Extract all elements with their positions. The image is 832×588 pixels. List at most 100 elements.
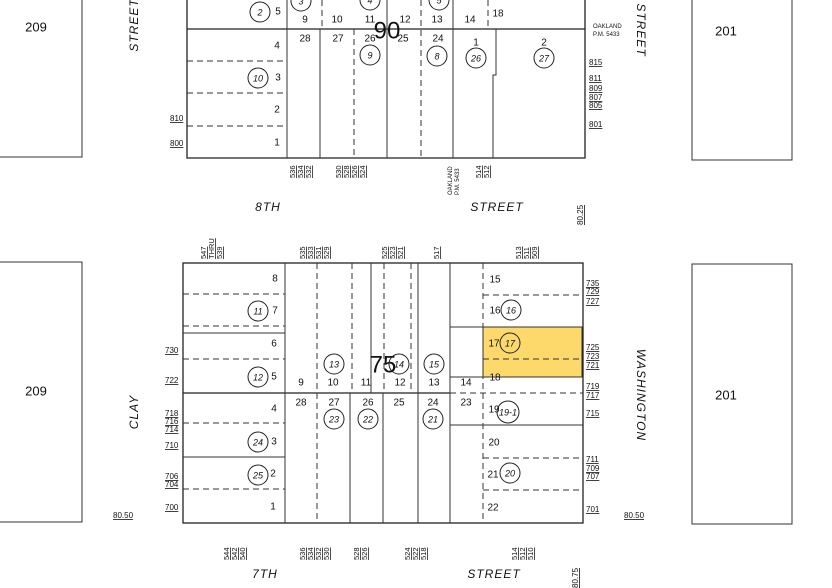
oakland-pm-label: P.M. 5433 <box>593 32 620 38</box>
parcel-number[interactable]: 20 <box>504 468 515 478</box>
street-address: 536 <box>288 165 297 178</box>
lot-number: 8 <box>272 274 278 285</box>
street-address: 514 <box>474 165 483 178</box>
street-address: 711 <box>586 455 599 464</box>
street-address: 730 <box>165 346 179 355</box>
parcel-circle[interactable] <box>499 462 521 484</box>
lot-number: 4 <box>274 41 280 52</box>
lot-number: 11 <box>365 15 376 26</box>
parcel-circle[interactable] <box>465 47 487 69</box>
lot-number: 18 <box>492 9 504 20</box>
parcel-number[interactable]: 25 <box>252 470 264 480</box>
street-address: 542 <box>230 547 239 560</box>
parcel-circle[interactable] <box>500 299 522 321</box>
parcel-circle[interactable] <box>428 0 450 11</box>
street-address: 524 <box>403 547 412 560</box>
parcel-number[interactable]: 9 <box>367 50 372 60</box>
street-address: 729 <box>586 287 600 296</box>
adjacent-block-201-bottom[interactable] <box>691 263 793 525</box>
street-address: 526 <box>360 547 369 560</box>
lot-number: 12 <box>394 378 406 389</box>
lot-number: 1 <box>473 38 479 49</box>
street-label-left-top: STREET <box>127 0 141 52</box>
street-address: 540 <box>238 547 247 560</box>
parcel-number[interactable]: 17 <box>505 338 516 348</box>
parcel-circle[interactable] <box>247 366 269 388</box>
parcel-circle[interactable] <box>247 431 269 453</box>
parcel-number[interactable]: 11 <box>253 306 262 316</box>
grid-ref-top: 80.25 <box>576 204 585 225</box>
parcel-number[interactable]: 5 <box>436 0 442 5</box>
parcel-circle[interactable] <box>247 67 269 89</box>
parcel-number[interactable]: 10 <box>253 73 263 83</box>
street-address: 518 <box>419 547 428 560</box>
parcel-circle[interactable] <box>423 353 445 375</box>
parcel-number[interactable]: 14 <box>394 359 404 369</box>
lot-number: 13 <box>428 378 440 389</box>
lot-number: 26 <box>362 398 374 409</box>
parcel-circle[interactable] <box>247 464 269 486</box>
parcel-circle[interactable] <box>359 44 381 66</box>
street-label-right-top: STREET <box>634 3 648 57</box>
selected-parcel-highlight[interactable] <box>482 326 583 378</box>
street-address: 701 <box>586 505 600 514</box>
adjacent-block-209-bottom[interactable] <box>0 261 83 523</box>
parcel-number[interactable]: 15 <box>429 359 440 369</box>
parcel-circle[interactable] <box>496 400 520 424</box>
parcel-number[interactable]: 16 <box>506 305 516 315</box>
lot-number: 7 <box>272 306 278 317</box>
lot-number: 19 <box>488 405 500 416</box>
street-address: 810 <box>170 114 184 123</box>
street-label-8th: 8TH <box>255 200 281 214</box>
lot-number: 2 <box>270 469 276 480</box>
street-address: 704 <box>165 480 179 489</box>
street-address: 529 <box>322 246 331 259</box>
parcel-number[interactable]: 3 <box>298 0 303 6</box>
street-address: 719 <box>586 382 600 391</box>
parcel-number[interactable]: 22 <box>362 414 373 424</box>
street-address: 523 <box>388 246 397 259</box>
parcel-number[interactable]: 27 <box>538 53 550 63</box>
street-label-7th: 7TH <box>252 567 278 581</box>
parcel-circle[interactable] <box>359 0 381 11</box>
adjacent-block-201-top[interactable] <box>691 0 793 161</box>
parcel-number[interactable]: 23 <box>328 414 339 424</box>
parcel-circle[interactable] <box>533 47 555 69</box>
lot-number: 5 <box>275 7 281 18</box>
parcel-circle[interactable] <box>247 300 269 322</box>
street-address: 716 <box>165 417 179 426</box>
adjacent-block-209-top[interactable] <box>0 0 83 158</box>
parcel-number[interactable]: 26 <box>470 53 481 63</box>
adjacent-block-number: 201 <box>715 23 737 38</box>
lot-number: 14 <box>464 15 476 26</box>
parcel-circle[interactable] <box>290 0 312 12</box>
parcel-number[interactable]: 2 <box>256 7 262 17</box>
lot-number: 26 <box>364 34 376 45</box>
parcel-circle[interactable] <box>499 332 521 354</box>
parcel-number[interactable]: 12 <box>253 372 263 382</box>
parcel-circle[interactable] <box>323 353 345 375</box>
parcel-circle[interactable] <box>323 408 345 430</box>
lot-number: 21 <box>487 470 499 481</box>
parcel-number[interactable]: 13 <box>329 359 339 369</box>
street-address: 714 <box>165 425 179 434</box>
parcel-number[interactable]: 21 <box>427 414 438 424</box>
parcel-number[interactable]: 4 <box>367 0 372 5</box>
parcel-circle[interactable] <box>357 408 379 430</box>
parcel-number[interactable]: 8 <box>434 51 439 61</box>
street-address: 524 <box>358 165 367 178</box>
street-address: 531 <box>314 246 323 259</box>
parcel-number[interactable]: 24 <box>252 437 263 447</box>
parcel-circle[interactable] <box>426 45 448 67</box>
parcel-circle[interactable] <box>249 1 271 23</box>
lot-number: 2 <box>274 105 280 116</box>
lot-number: 1 <box>274 138 280 149</box>
street-address: 535 <box>298 246 307 259</box>
parcel-number[interactable]: 19-1 <box>499 407 517 417</box>
street-address: 800 <box>170 139 184 148</box>
parcel-circle[interactable] <box>422 408 444 430</box>
street-address: 536 <box>298 547 307 560</box>
lot-number: 4 <box>271 404 277 415</box>
parcel-circle[interactable] <box>388 353 410 375</box>
street-address: 721 <box>586 361 600 370</box>
